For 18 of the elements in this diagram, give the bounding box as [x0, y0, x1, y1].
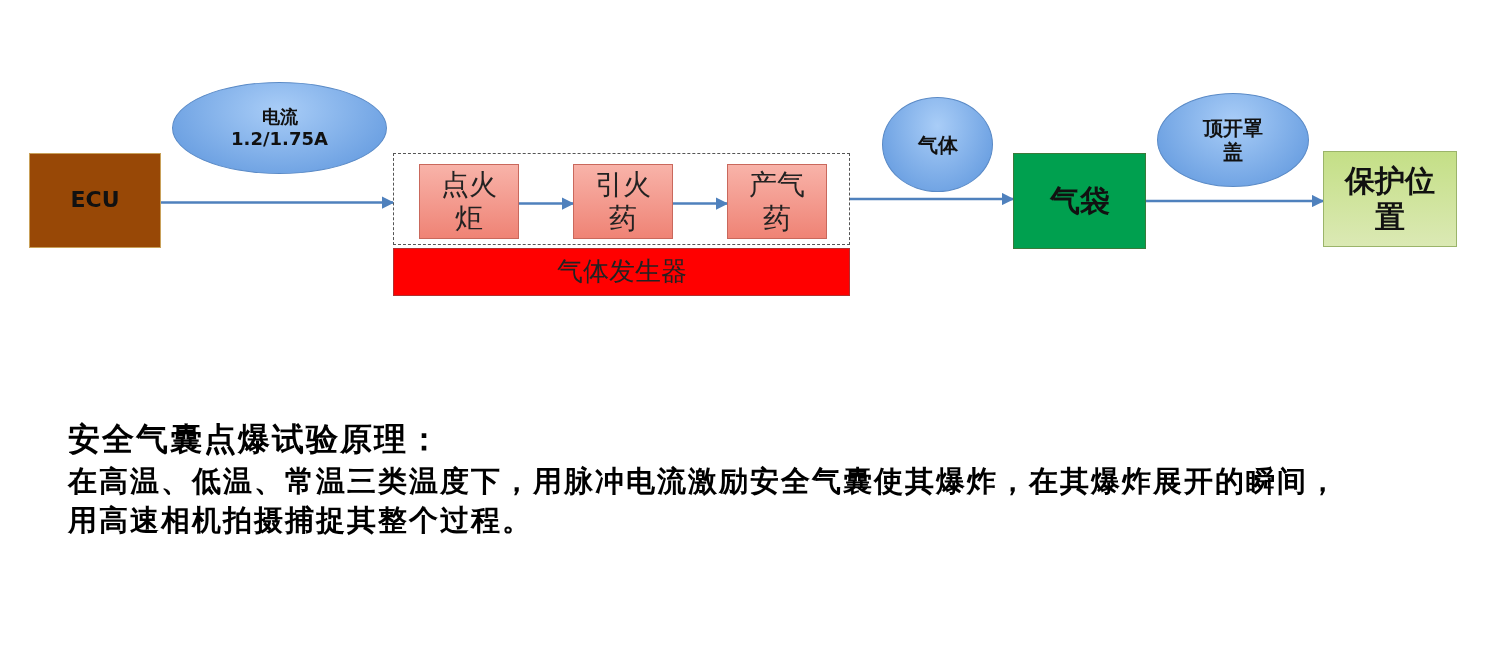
- info-ellipse: 气体: [882, 97, 993, 192]
- arrow: [673, 197, 729, 210]
- heading: 安全气囊点爆试验原理：: [68, 419, 442, 460]
- info-ellipse: 顶开罩盖: [1157, 93, 1309, 187]
- process-box: 气袋: [1013, 153, 1146, 249]
- group-box: [393, 153, 850, 245]
- component-bar: 气体发生器: [393, 248, 850, 296]
- info-ellipse: 电流 1.2/1.75A: [172, 82, 387, 174]
- arrow: [161, 196, 395, 209]
- arrow: [850, 192, 1015, 206]
- process-box: ECU: [29, 153, 161, 248]
- process-box: 保护位置: [1323, 151, 1457, 247]
- description-paragraph: 在高温、低温、常温三类温度下，用脉冲电流激励安全气囊使其爆炸，在其爆炸展开的瞬间，用高速相机拍摄捕捉其整个过程。: [68, 463, 1340, 540]
- process-box: 点火炬: [419, 164, 519, 239]
- arrow: [1146, 194, 1325, 208]
- process-box: 产气药: [727, 164, 827, 239]
- arrow: [519, 197, 575, 210]
- process-box: 引火药: [573, 164, 673, 239]
